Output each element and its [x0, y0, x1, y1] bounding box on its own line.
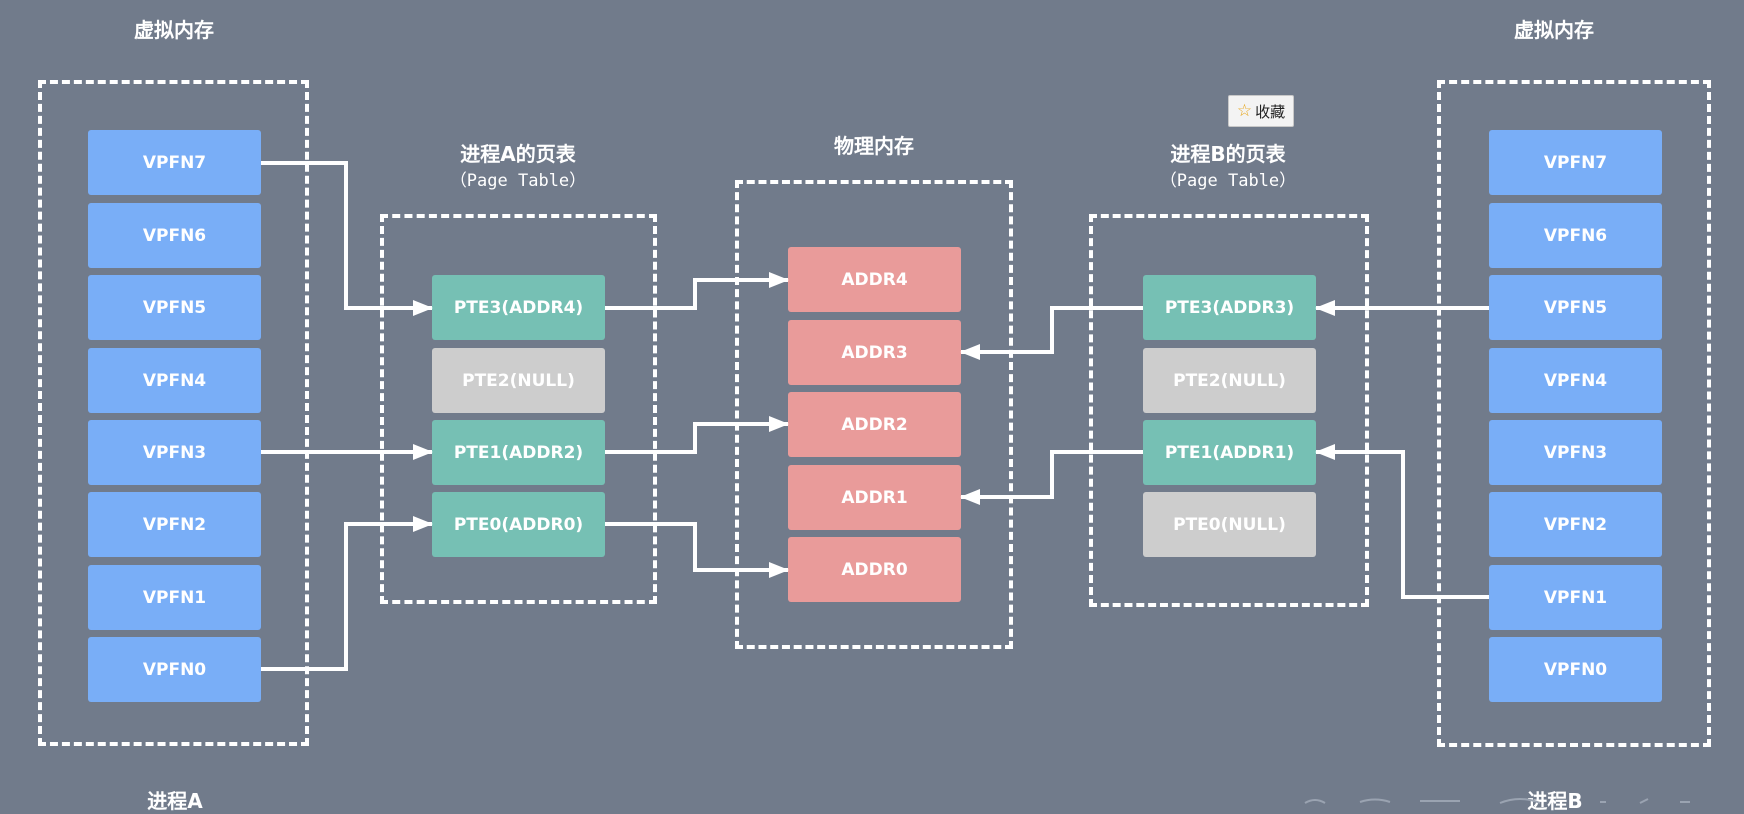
arrow-pte-b-3-to-addr-3: [960, 306, 1143, 360]
page-table-b-title: 进程B的页表: [1170, 142, 1286, 166]
arrow-pte-b-1-to-addr-1: [960, 450, 1143, 505]
addr-4[interactable]: ADDR4: [788, 247, 961, 312]
pte-b-2[interactable]: PTE2(NULL): [1143, 348, 1316, 413]
vpfn-b-1[interactable]: VPFN1: [1489, 565, 1662, 630]
star-icon: ☆: [1236, 101, 1253, 121]
addr-0[interactable]: ADDR0: [788, 537, 961, 602]
pte-a-1[interactable]: PTE1(ADDR2): [432, 420, 605, 485]
arrow-pte-a-3-to-addr-4: [605, 272, 789, 310]
physical-memory-title: 物理内存: [834, 134, 914, 158]
pte-a-3[interactable]: PTE3(ADDR4): [432, 275, 605, 340]
page-table-b-box: [1089, 214, 1369, 607]
page-table-a-title: 进程A的页表: [460, 142, 576, 166]
arrow-pte-a-0-to-addr-0: [605, 522, 789, 578]
physical-memory-box: [735, 180, 1013, 649]
vpfn-b-4[interactable]: VPFN4: [1489, 348, 1662, 413]
virtual-memory-b-title: 虚拟内存: [1514, 18, 1594, 42]
vpfn-a-5[interactable]: VPFN5: [88, 275, 261, 340]
page-table-a-box: [380, 214, 657, 604]
pte-b-0[interactable]: PTE0(NULL): [1143, 492, 1316, 557]
arrow-vpfn-b-1-to-pte-b-1: [1315, 444, 1489, 599]
vpfn-b-0[interactable]: VPFN0: [1489, 637, 1662, 702]
vpfn-a-4[interactable]: VPFN4: [88, 348, 261, 413]
bookmark-label: 收藏: [1255, 102, 1286, 121]
vpfn-a-3[interactable]: VPFN3: [88, 420, 261, 485]
vpfn-a-6[interactable]: VPFN6: [88, 203, 261, 268]
pte-b-3[interactable]: PTE3(ADDR3): [1143, 275, 1316, 340]
page-table-b-subtitle: （Page Table）: [1159, 171, 1297, 191]
vpfn-a-0[interactable]: VPFN0: [88, 637, 261, 702]
vpfn-b-2[interactable]: VPFN2: [1489, 492, 1662, 557]
pte-a-0[interactable]: PTE0(ADDR0): [432, 492, 605, 557]
vpfn-a-2[interactable]: VPFN2: [88, 492, 261, 557]
addr-3[interactable]: ADDR3: [788, 320, 961, 385]
vpfn-a-1[interactable]: VPFN1: [88, 565, 261, 630]
arrow-pte-a-1-to-addr-2: [605, 416, 789, 454]
arrow-vpfn-a-7-to-pte-a-3: [261, 161, 433, 316]
vpfn-b-7[interactable]: VPFN7: [1489, 130, 1662, 195]
arrow-vpfn-a-0-to-pte-a-0: [261, 516, 433, 671]
vpfn-b-5[interactable]: VPFN5: [1489, 275, 1662, 340]
addr-2[interactable]: ADDR2: [788, 392, 961, 457]
addr-1[interactable]: ADDR1: [788, 465, 961, 530]
vpfn-a-7[interactable]: VPFN7: [88, 130, 261, 195]
bookmark-button[interactable]: ☆ 收藏: [1228, 95, 1294, 127]
virtual-memory-a-box: [38, 80, 309, 746]
pte-b-1[interactable]: PTE1(ADDR1): [1143, 420, 1316, 485]
virtual-memory-b-box: [1437, 80, 1711, 747]
decorative-scribble: [1304, 798, 1690, 804]
pte-a-2[interactable]: PTE2(NULL): [432, 348, 605, 413]
virtual-memory-a-title: 虚拟内存: [134, 18, 214, 42]
vpfn-b-6[interactable]: VPFN6: [1489, 203, 1662, 268]
page-table-a-subtitle: （Page Table）: [449, 171, 587, 191]
vpfn-b-3[interactable]: VPFN3: [1489, 420, 1662, 485]
